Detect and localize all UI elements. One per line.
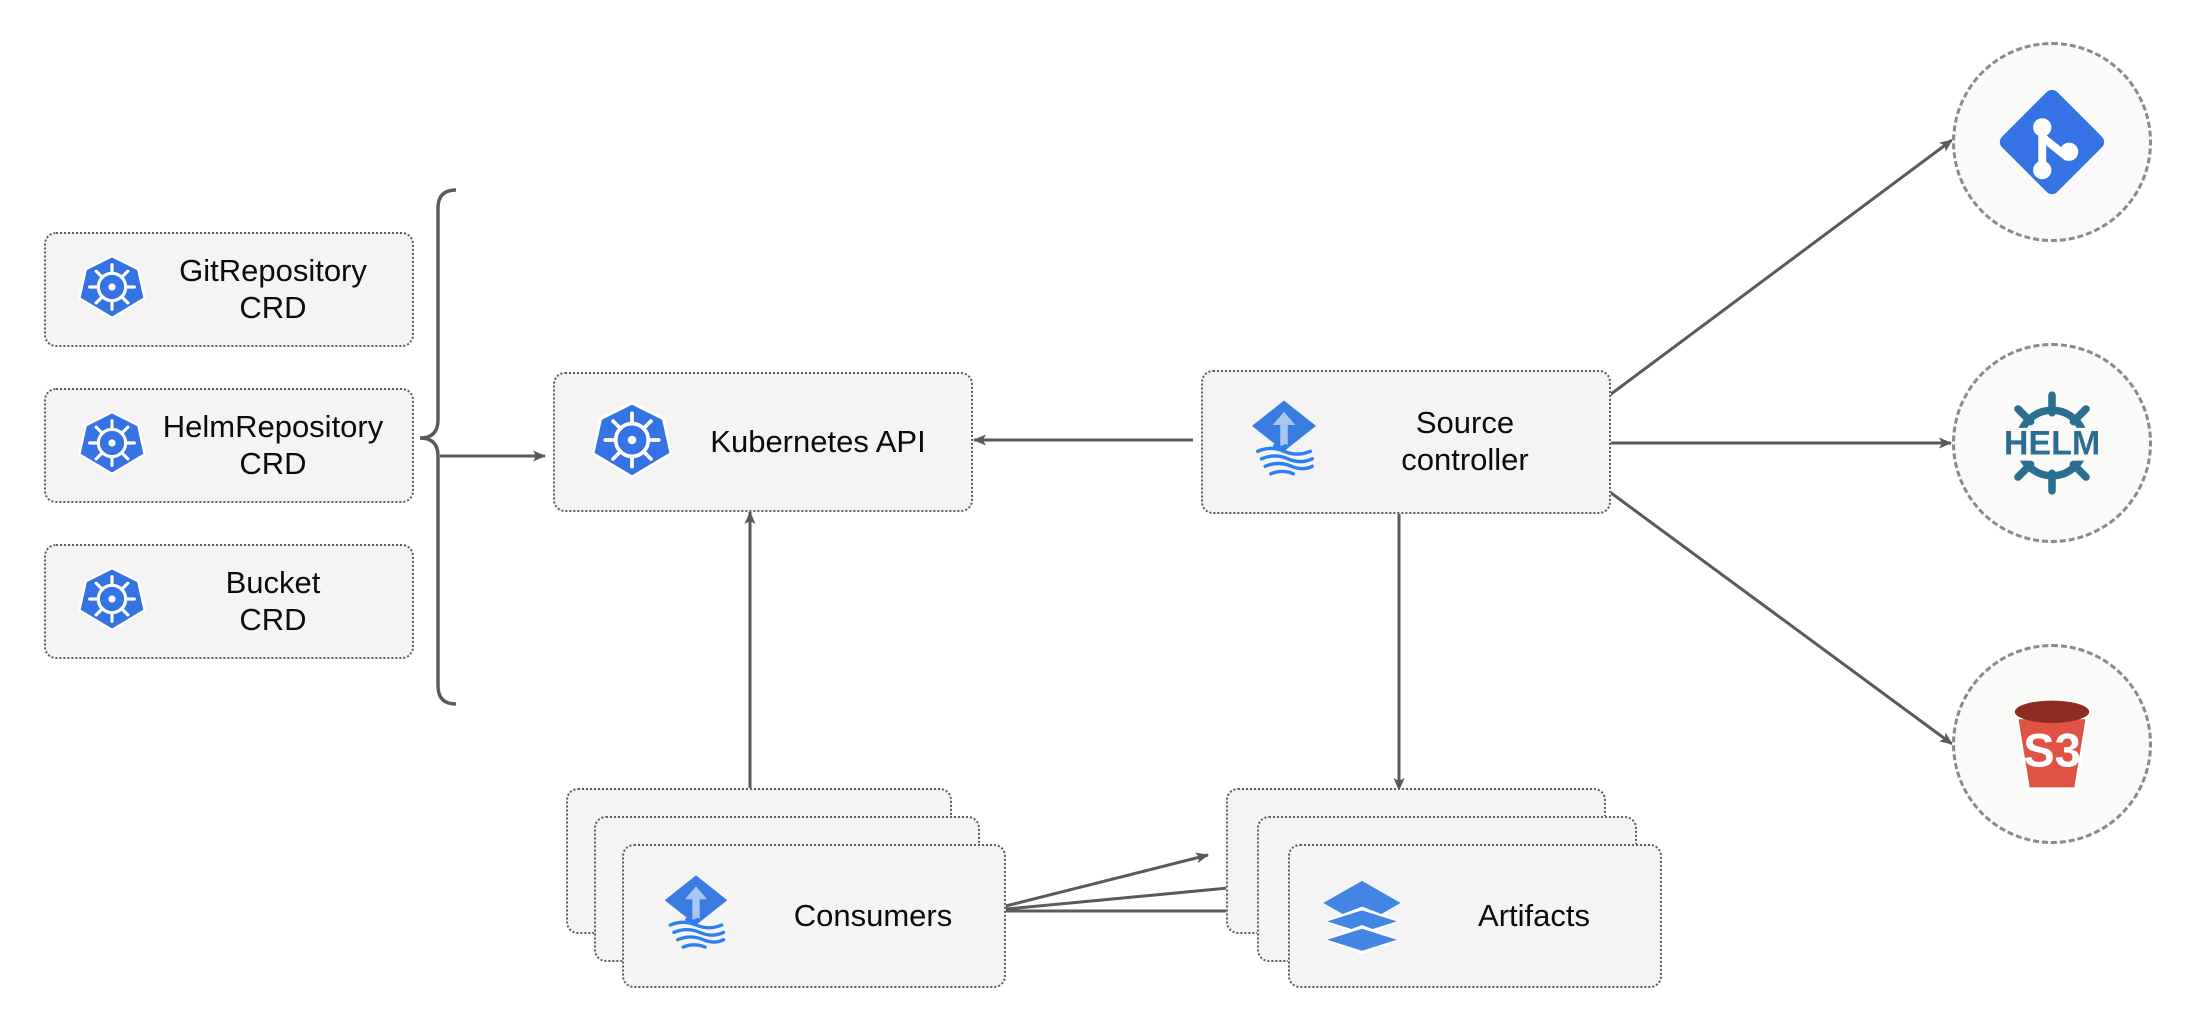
edge-source-controller-to-git <box>1602 138 1953 402</box>
kubernetes-icon <box>76 407 148 484</box>
crd-bracket <box>419 188 457 706</box>
node-source-controller[interactable]: Source controller <box>1201 370 1611 514</box>
source-circle-git[interactable] <box>1952 42 2152 242</box>
git-icon <box>1999 89 2105 195</box>
kubernetes-icon <box>76 563 148 640</box>
kubernetes-icon <box>76 251 148 328</box>
node-artifacts[interactable]: Artifacts <box>1226 788 1662 988</box>
consumers-layer-front[interactable]: Consumers <box>622 844 1006 988</box>
helm-icon: HELM <box>1999 391 2105 495</box>
crd-card-gitrepository[interactable]: GitRepository CRD <box>44 232 414 347</box>
layers-icon <box>1316 868 1408 965</box>
helm-label: HELM <box>2004 424 2100 462</box>
node-label: Consumers <box>793 898 953 933</box>
crd-label: GitRepository CRD <box>179 252 367 325</box>
crd-card-helmrepository[interactable]: HelmRepository CRD <box>44 388 414 503</box>
crd-label: HelmRepository CRD <box>162 408 384 481</box>
node-consumers[interactable]: Consumers <box>566 788 1006 988</box>
edge-source-controller-to-s3 <box>1602 485 1953 746</box>
flux-icon <box>650 868 742 965</box>
node-kubernetes-api[interactable]: Kubernetes API <box>553 372 973 512</box>
edge-consumers-to-artifacts-1 <box>985 852 1209 913</box>
node-label: Artifacts <box>1478 898 1590 933</box>
flux-icon <box>1237 393 1331 492</box>
source-circle-helm[interactable]: HELM <box>1952 343 2152 543</box>
s3-icon: S3 <box>2014 700 2090 792</box>
node-label: Source controller <box>1401 405 1529 477</box>
node-label: Kubernetes API <box>710 423 926 459</box>
crd-label: Bucket CRD <box>225 564 321 637</box>
crd-card-bucket[interactable]: Bucket CRD <box>44 544 414 659</box>
source-circle-s3[interactable]: S3 <box>1952 644 2152 844</box>
s3-label: S3 <box>2023 723 2081 776</box>
artifacts-layer-front[interactable]: Artifacts <box>1288 844 1662 988</box>
edge-consumers-to-artifacts-2 <box>985 881 1250 913</box>
kubernetes-icon <box>589 397 675 488</box>
